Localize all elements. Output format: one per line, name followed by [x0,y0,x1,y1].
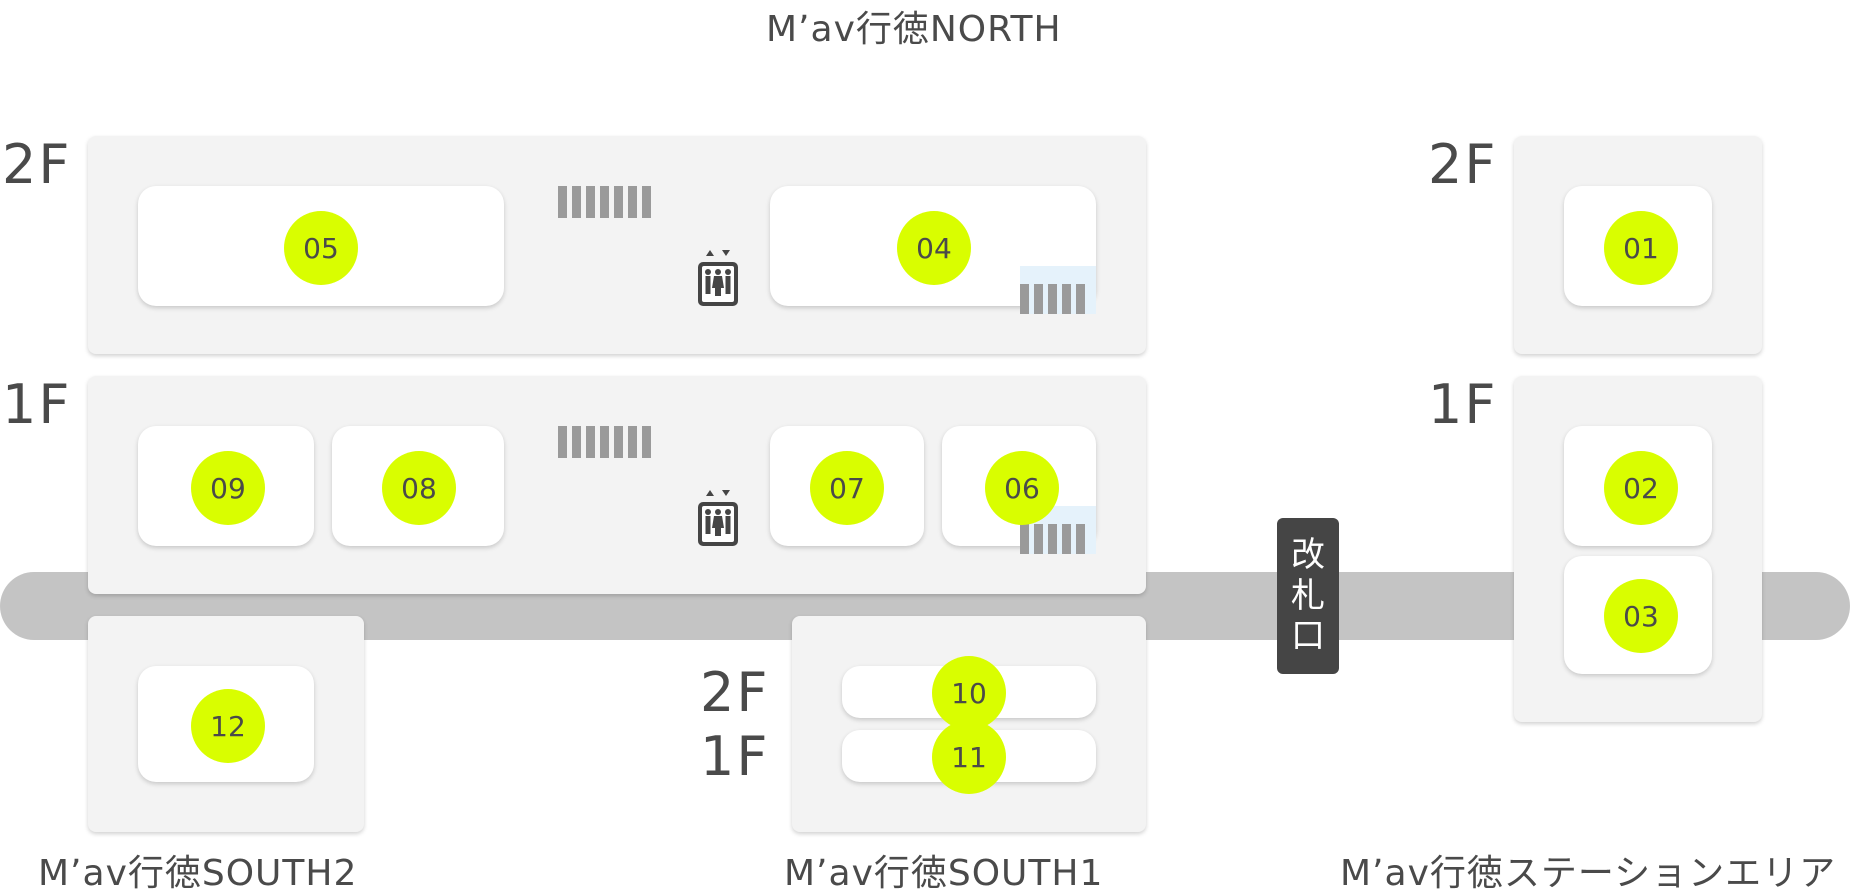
elevator-icon [698,490,738,546]
escalator-icon [1020,266,1096,314]
building-title-south1: M’av行徳SOUTH1 [784,853,1104,894]
shop-badge-12[interactable]: 12 [191,689,265,763]
shop-badge-06[interactable]: 06 [985,451,1059,525]
shop-badge-02[interactable]: 02 [1604,451,1678,525]
ticket-gate-char-1: 改 [1291,534,1325,575]
shop-badge-11[interactable]: 11 [932,720,1006,794]
shop-badge-03[interactable]: 03 [1604,579,1678,653]
floor-label-north-2f: 2F [2,133,72,196]
ticket-gate-char-2: 札 [1291,575,1325,616]
shop-badge-04[interactable]: 04 [897,211,971,285]
stairs-icon [558,426,651,458]
shop-badge-08[interactable]: 08 [382,451,456,525]
shop-badge-09[interactable]: 09 [191,451,265,525]
floor-label-north-1f: 1F [2,373,72,436]
elevator-icon [698,250,738,306]
building-title-north: M’av行徳NORTH [766,9,1062,50]
shop-badge-10[interactable]: 10 [932,656,1006,730]
stairs-icon [558,186,651,218]
escalator-icon [1020,506,1096,554]
shop-badge-07[interactable]: 07 [810,451,884,525]
shop-badge-01[interactable]: 01 [1604,211,1678,285]
floor-label-station-2f: 2F [1428,133,1498,196]
ticket-gate: 改 札 口 [1277,518,1339,674]
building-title-station: M’av行徳ステーションエリア [1340,853,1837,894]
shop-badge-05[interactable]: 05 [284,211,358,285]
floor-label-south1-1f: 1F [700,725,770,788]
building-title-south2: M’av行徳SOUTH2 [38,853,358,894]
floor-label-south1-2f: 2F [700,661,770,724]
ticket-gate-char-3: 口 [1291,616,1325,657]
floor-label-station-1f: 1F [1428,373,1498,436]
